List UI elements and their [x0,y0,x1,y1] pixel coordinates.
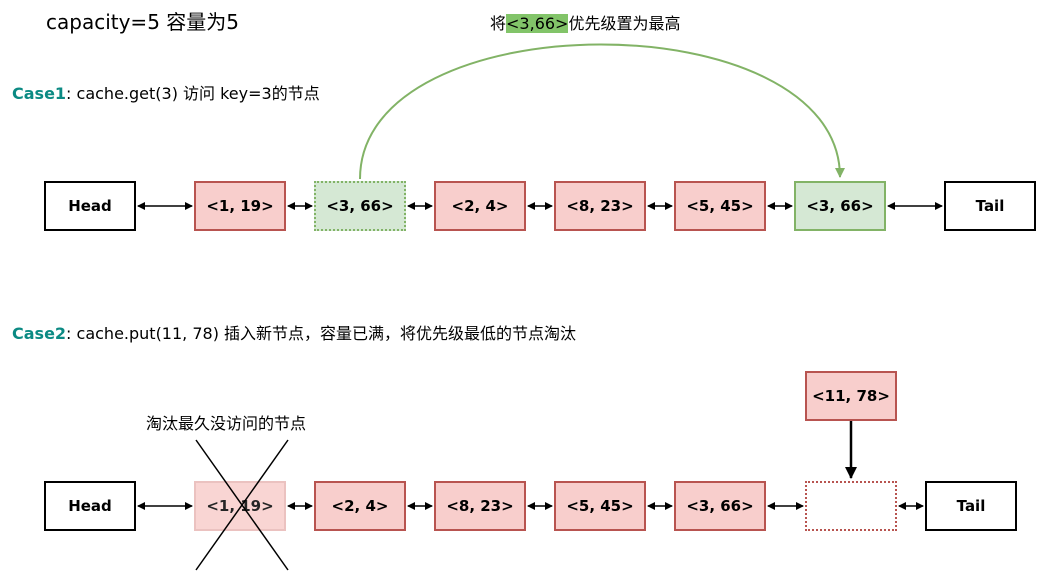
case1-node-1-19: <1, 19> [194,181,286,231]
case2-head-node: Head [44,481,136,531]
case2-node-8-23: <8, 23> [434,481,526,531]
annotation-highlight: <3,66> [506,14,569,33]
case2-heading: Case2: cache.put(11, 78) 插入新节点，容量已满，将优先级… [12,320,576,344]
case2-node-2-4: <2, 4> [314,481,406,531]
case2-node-5-45: <5, 45> [554,481,646,531]
case2-evicted-node-1-19: <1, 19> [194,481,286,531]
evict-cross-line-b [195,439,289,571]
annotation-suffix: 优先级置为最高 [568,14,681,33]
capacity-title: capacity=5 容量为5 [46,10,239,34]
case2-new-node-11-78: <11, 78> [805,371,897,421]
case2-description: : cache.put(11, 78) 插入新节点，容量已满，将优先级最低的节点… [66,324,577,343]
case1-description: : cache.get(3) 访问 key=3的节点 [66,84,320,103]
case1-label: Case1 [12,84,67,103]
annotation-prefix: 将 [490,14,507,33]
case1-node-8-23: <8, 23> [554,181,646,231]
case1-heading: Case1: cache.get(3) 访问 key=3的节点 [12,80,320,104]
case2-tail-node: Tail [925,481,1017,531]
case2-label: Case2 [12,324,67,343]
evict-note: 淘汰最久没访问的节点 [146,414,307,433]
case1-node-3-66-old: <3, 66> [314,181,406,231]
case1-node-3-66-new: <3, 66> [794,181,886,231]
case1-tail-node: Tail [944,181,1036,231]
case2-empty-slot [805,481,897,531]
case1-node-2-4: <2, 4> [434,181,526,231]
case1-move-arc [359,43,845,180]
case1-head-node: Head [44,181,136,231]
case1-node-5-45: <5, 45> [674,181,766,231]
case2-node-3-66: <3, 66> [674,481,766,531]
case1-annotation: 将<3,66>优先级置为最高 [490,10,680,34]
